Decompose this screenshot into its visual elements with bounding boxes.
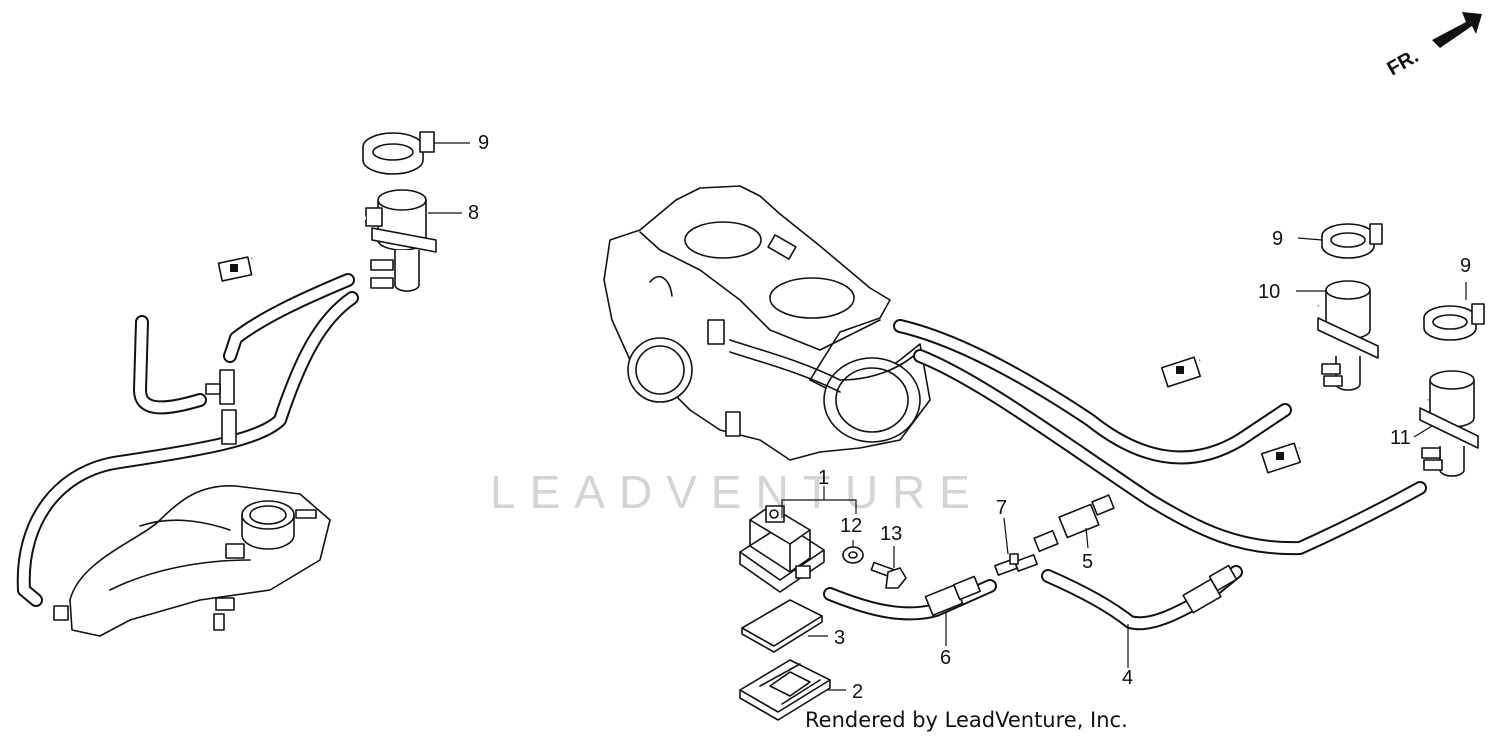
control-valve-left	[217, 189, 437, 292]
watermark: LEADVENTURE	[490, 466, 984, 518]
control-valve-11	[1260, 370, 1479, 477]
callout-7: 7	[996, 497, 1007, 519]
callout-3: 3	[834, 627, 845, 649]
grommet-12	[842, 546, 864, 564]
cover-2	[739, 659, 831, 721]
clamp-left	[362, 131, 435, 175]
t-joint-left	[205, 369, 237, 445]
callout-1: 1	[818, 467, 829, 489]
credit-text: Rendered by LeadVenture, Inc.	[805, 708, 1128, 732]
control-valve-10	[1160, 280, 1379, 391]
callout-8: 8	[468, 202, 479, 224]
joint-5	[1033, 494, 1115, 553]
valve-assembly-1	[739, 505, 825, 593]
callout-4: 4	[1122, 667, 1133, 689]
clamp-far-right	[1423, 303, 1485, 341]
throttle-body	[603, 185, 931, 461]
front-direction-arrow: FR.	[1384, 12, 1482, 80]
callout-9-far-right: 9	[1460, 255, 1471, 277]
intake-manifold	[53, 485, 331, 637]
bolt-13	[870, 561, 907, 589]
callout-2: 2	[852, 681, 863, 703]
front-label: FR.	[1384, 45, 1423, 80]
callout-9-left: 9	[478, 132, 489, 154]
callout-10: 10	[1258, 281, 1280, 303]
callout-6: 6	[940, 647, 951, 669]
callout-13: 13	[880, 523, 902, 545]
callout-9-top-right: 9	[1272, 228, 1283, 250]
callout-12: 12	[840, 515, 862, 537]
callout-11: 11	[1390, 427, 1411, 449]
clamp-top-right	[1321, 223, 1383, 259]
joint-6	[924, 575, 981, 617]
joint-4	[1182, 564, 1238, 614]
filter-3	[741, 599, 823, 653]
callout-5: 5	[1082, 551, 1093, 573]
t-joint-7	[994, 553, 1038, 576]
